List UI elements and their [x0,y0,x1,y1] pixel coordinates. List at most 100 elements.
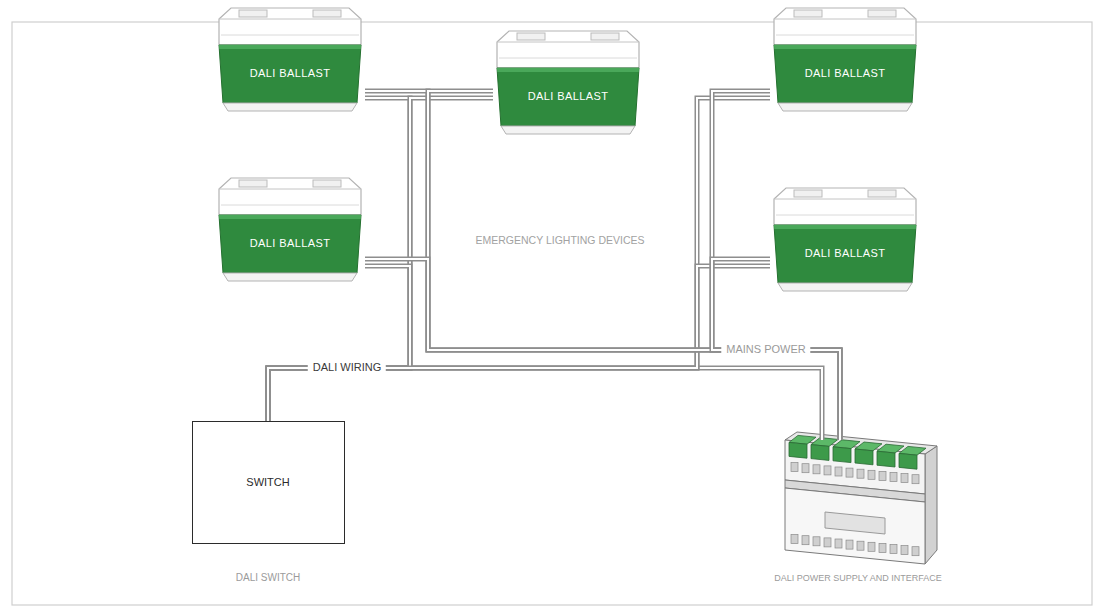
screw-window [857,469,864,478]
screw-window [824,466,831,475]
screw-window [824,538,831,547]
housing-top [774,188,916,225]
screw-window [912,475,919,484]
housing-top [774,8,916,45]
screw-window [879,471,886,480]
ballast-outline [215,5,365,115]
wire-outline [268,266,410,421]
device-caption: DALI POWER SUPPLY AND INTERFACE [774,573,942,584]
face-highlight [219,215,361,219]
ballast-face-panel [219,45,361,103]
housing-line [776,215,914,216]
wire-outline [365,259,840,440]
screw-window [868,470,875,479]
wire-outline [365,91,840,440]
face-highlight [219,45,361,49]
housing-line [776,35,914,36]
face-highlight [774,225,916,229]
wire-label: MAINS POWER [721,343,810,356]
screw-window [846,540,853,549]
power-supply-illustration [785,432,937,564]
terminal-cover-front [811,445,829,461]
housing-rim [501,126,635,134]
wire-connector [365,259,840,440]
panel-frame [12,22,1092,605]
ballast-label: DALI BALLAST [528,90,609,103]
switch-caption: DALI SWITCH [236,572,300,584]
housing-rim [223,103,357,111]
wire-connector [268,368,822,440]
ballast-luminaire: DALI BALLAST [493,28,643,138]
ballast-outline [770,5,920,115]
ballast-outline [215,175,365,285]
screw-window [868,542,875,551]
housing-clip [517,33,545,40]
screw-window [890,545,897,554]
wire-core [268,368,822,440]
ballast-outline [493,28,643,138]
wire-outline [268,368,822,440]
screw-window [901,474,908,483]
wire-core [365,259,840,440]
face-highlight [497,68,639,72]
wire-connector [268,266,770,421]
ballast-outline [770,185,920,295]
housing-clip [794,10,822,17]
ballast-luminaire: DALI BALLAST [770,5,920,115]
ballast-face: DALI BALLAST [770,47,920,101]
housing-clip [868,10,896,17]
housing-line [221,35,359,36]
ballast-luminaire: DALI BALLAST [770,185,920,295]
device-side [925,446,937,564]
wire-core [268,266,410,421]
housing-line [219,189,361,190]
housing-clip [239,180,267,187]
housing-line [497,42,639,43]
ballast-face-panel [774,225,916,283]
ballast-face: DALI BALLAST [493,70,643,124]
housing-line [774,199,916,200]
housing-clip [239,10,267,17]
ballast-luminaire: DALI BALLAST [215,5,365,115]
screw-window [802,536,809,545]
screw-window [791,463,798,472]
wire-core [268,266,770,421]
housing-top [497,31,639,68]
switch-label: SWITCH [246,476,289,489]
wire-connector [365,91,840,440]
wire-label: DALI WIRING [308,361,386,374]
screw-window [802,464,809,473]
terminal-cover-front [789,442,807,458]
terminal-cover-front [833,447,851,463]
housing-line [221,205,359,206]
screw-window [879,543,886,552]
ballast-label: DALI BALLAST [250,67,331,80]
ballast-label: DALI BALLAST [805,247,886,260]
ballast-face: DALI BALLAST [215,47,365,101]
face-highlight [774,45,916,49]
ballast-face: DALI BALLAST [215,217,365,271]
terminal-cover-front [877,451,895,467]
housing-rim [223,273,357,281]
screw-window [890,473,897,482]
switch-node: SWITCH DALI SWITCH [192,421,345,584]
terminal-cover-front [899,453,917,469]
wire-connector [268,266,410,421]
device-window [825,512,885,534]
screw-window [813,465,820,474]
ballast-label: DALI BALLAST [250,237,331,250]
housing-rim [778,103,912,111]
switch-box: SWITCH [192,421,345,544]
terminal-cover-front [855,449,873,465]
ballast-face: DALI BALLAST [770,227,920,281]
housing-clip [794,190,822,197]
screw-window [791,535,798,544]
ballast-face-panel [219,215,361,273]
screw-window [846,468,853,477]
power-supply-node: DALI POWER SUPPLY AND INTERFACE [770,440,946,584]
housing-clip [591,33,619,40]
screw-window [835,467,842,476]
screw-window [813,537,820,546]
switch-caption-row: DALI SWITCH [236,572,300,584]
housing-clip [868,190,896,197]
